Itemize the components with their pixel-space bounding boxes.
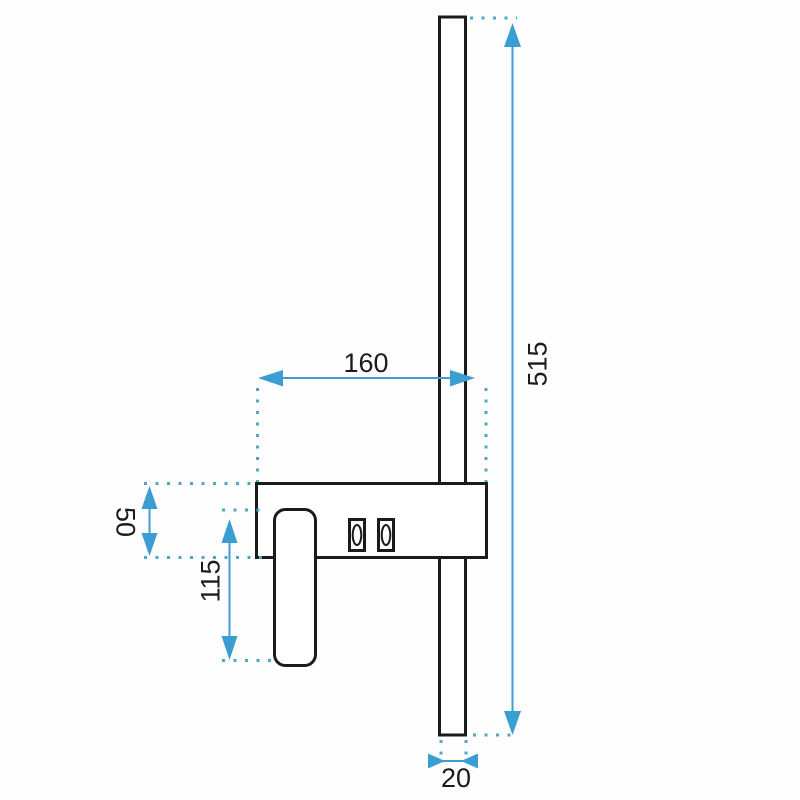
dim-515-arrowhead-up-icon — [504, 23, 521, 47]
dimension-total-height: 515 — [504, 23, 552, 735]
dimension-label-50: 50 — [111, 507, 141, 537]
dim-20-arrowhead-right-icon — [428, 753, 445, 769]
dim-515-arrowhead-down-icon — [504, 711, 521, 735]
dim-115-arrowhead-down-icon — [221, 636, 238, 660]
switch-2-button — [380, 524, 392, 546]
dimension-label-160: 160 — [343, 348, 388, 378]
lamp-head — [273, 508, 317, 667]
dim-160-arrowhead-right-icon — [450, 370, 475, 387]
dimension-head-length: 115 — [195, 519, 238, 660]
dimension-bracket-width: 160 — [258, 348, 475, 387]
lamp-outline — [255, 15, 488, 737]
dim-20-arrowhead-left-icon — [461, 753, 478, 769]
switch-1-button — [351, 524, 363, 546]
dim-50-arrowhead-down-icon — [141, 533, 158, 556]
dimension-bracket-height: 50 — [111, 486, 158, 556]
dim-115-arrowhead-up-icon — [221, 519, 238, 543]
dimension-tube-width: 20 — [428, 753, 478, 793]
dimension-label-115: 115 — [195, 559, 225, 602]
dim-160-arrowhead-left-icon — [258, 370, 283, 387]
dimension-label-20: 20 — [441, 763, 471, 793]
dimension-label-515: 515 — [522, 341, 552, 386]
dim-50-arrowhead-up-icon — [141, 486, 158, 509]
extension-guides — [144, 16, 517, 757]
